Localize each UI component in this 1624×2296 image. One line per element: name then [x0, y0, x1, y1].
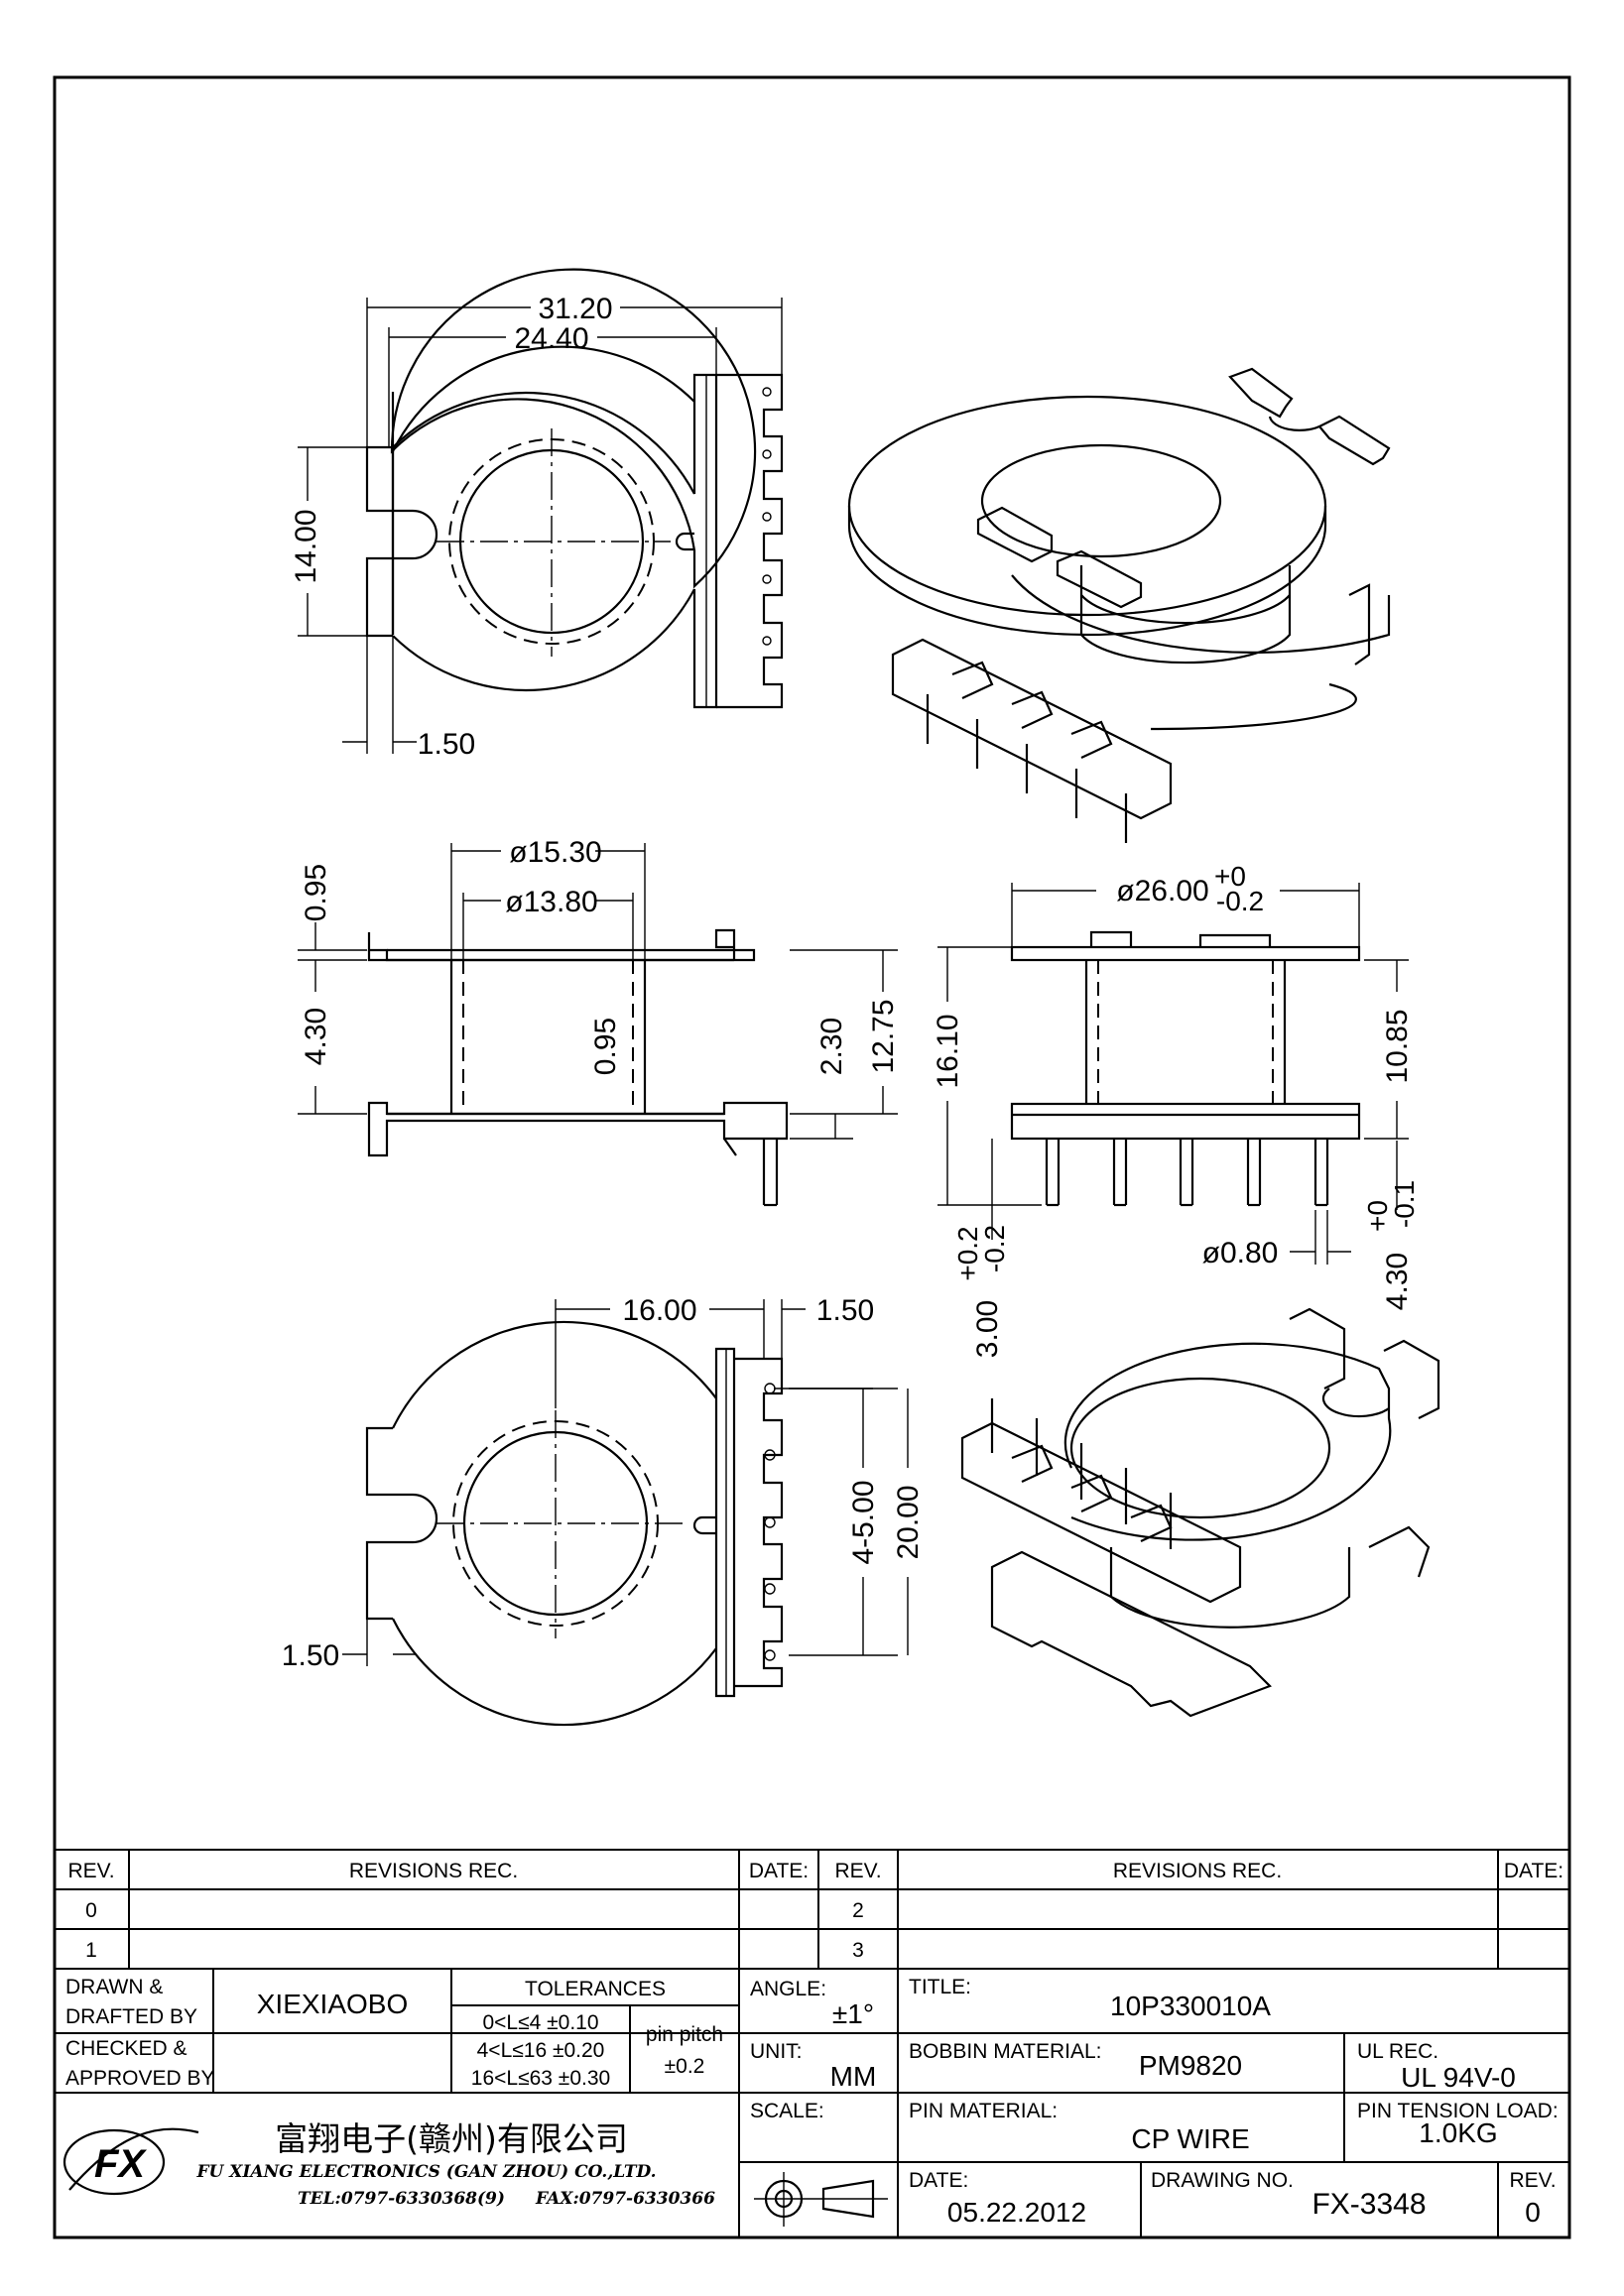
drawing-frame — [53, 75, 1571, 2239]
drawn-label-1: DRAWN & — [65, 1976, 163, 1998]
dim-dia-13-80: ø13.80 — [505, 886, 597, 918]
rev-label-bottom: REV. — [1509, 2169, 1556, 2192]
rev-row-3: 3 — [852, 1939, 864, 1962]
dim-0-95: 0.95 — [589, 1018, 622, 1075]
dim-14-00: 14.00 — [290, 509, 322, 583]
drawn-label-2: DRAFTED BY — [65, 2005, 197, 2028]
date-value: 05.22.2012 — [947, 2197, 1086, 2228]
pin-material-label: PIN MATERIAL: — [909, 2100, 1058, 2122]
angle-label: ANGLE: — [750, 1978, 826, 2000]
bobbin-material-value: PM9820 — [1139, 2050, 1242, 2081]
tolerance-row-1: 0<L≤4 ±0.10 — [482, 2011, 598, 2034]
pin-tension-label: PIN TENSION LOAD: — [1357, 2100, 1559, 2122]
dim-12-75: 12.75 — [867, 999, 900, 1073]
company-name-en: FU XIANG ELECTRONICS (GAN ZHOU) CO.,LTD. — [195, 2162, 656, 2182]
dim-dia-15-30: ø15.30 — [509, 836, 601, 869]
drawing-no-label: DRAWING NO. — [1151, 2169, 1294, 2192]
iso-view-upper — [847, 367, 1391, 843]
rev-value: 0 — [1525, 2197, 1541, 2228]
dim-1-50-top: 1.50 — [418, 728, 475, 761]
dim-3-00-tol-plus: +0.2 — [952, 1226, 983, 1280]
dim-dia-26-tol-plus: +0 — [1214, 861, 1246, 892]
dim-3-00-tol-minus: -0.2 — [979, 1225, 1010, 1272]
dim-20-00: 20.00 — [892, 1485, 925, 1559]
company-tel: TEL:0797-6330368(9) — [298, 2189, 505, 2209]
dim-4-30: 4.30 — [300, 1008, 332, 1065]
unit-value: MM — [830, 2061, 877, 2092]
dim-0-95-top: 0.95 — [300, 864, 332, 921]
unit-label: UNIT: — [750, 2040, 803, 2063]
drawn-value: XIEXIAOBO — [257, 1989, 409, 2019]
pin-pitch-value: ±0.2 — [665, 2055, 705, 2078]
tolerance-row-3: 16<L≤63 ±0.30 — [471, 2067, 610, 2090]
rev-row-1: 1 — [85, 1939, 97, 1962]
title-block: REV. REVISIONS REC. DATE: REV. REVISIONS… — [54, 1849, 1570, 2237]
date-header-left: DATE: — [749, 1860, 809, 1882]
dim-4-30-tol-minus: -0.1 — [1389, 1180, 1420, 1228]
dim-4-5-00: 4-5.00 — [847, 1480, 880, 1564]
title-value: 10P330010A — [1110, 1991, 1271, 2021]
dim-31-20: 31.20 — [538, 293, 612, 325]
date-header-right: DATE: — [1504, 1860, 1563, 1882]
top-view: 31.20 24.40 14.00 1.50 — [290, 268, 784, 761]
rev-row-2: 2 — [852, 1899, 864, 1922]
dim-3-00: 3.00 — [971, 1300, 1004, 1358]
drawing-no-value: FX-3348 — [1312, 2188, 1426, 2221]
dim-1-50-left: 1.50 — [282, 1639, 339, 1672]
pin-pitch-label: pin pitch — [646, 2023, 723, 2046]
dim-1-50-right: 1.50 — [816, 1294, 874, 1327]
tolerance-row-2: 4<L≤16 ±0.20 — [477, 2039, 605, 2062]
revisions-header-right: REVISIONS REC. — [1113, 1860, 1282, 1882]
company-fax: FAX:0797-6330366 — [535, 2189, 715, 2209]
angle-value: ±1° — [832, 1998, 874, 2029]
projection-symbol-icon — [754, 2172, 888, 2227]
rev-row-0: 0 — [85, 1899, 97, 1922]
iso-view-lower — [960, 1307, 1440, 1718]
dim-16-00: 16.00 — [622, 1294, 696, 1327]
rev-header-left: REV. — [67, 1860, 114, 1882]
ul-rec-label: UL REC. — [1357, 2040, 1438, 2063]
revisions-header-left: REVISIONS REC. — [349, 1860, 518, 1882]
dim-dia-26-tol-minus: -0.2 — [1216, 886, 1264, 916]
date-label: DATE: — [909, 2169, 968, 2192]
company-logo-icon: FX — [62, 2127, 199, 2196]
company-name-cn: 富翔电子(赣州)有限公司 — [275, 2119, 628, 2158]
dim-24-40: 24.40 — [514, 322, 588, 355]
logo-text: FX — [94, 2142, 147, 2186]
scale-label: SCALE: — [750, 2100, 824, 2122]
dim-dia-0-80: ø0.80 — [1202, 1237, 1279, 1269]
tolerances-header: TOLERANCES — [525, 1978, 666, 2000]
dim-4-30-tol-plus: +0 — [1362, 1200, 1393, 1232]
bottom-view: 16.00 1.50 4-5.00 20.00 1.50 — [282, 1294, 925, 1727]
dim-2-30: 2.30 — [815, 1018, 848, 1075]
side-view: ø15.30 ø13.80 0.95 4.30 0.95 2.30 12.75 — [298, 836, 900, 1207]
pin-material-value: CP WIRE — [1131, 2123, 1249, 2154]
checked-label-2: APPROVED BY — [65, 2067, 215, 2090]
pin-tension-value: 1.0KG — [1419, 2117, 1497, 2148]
checked-label-1: CHECKED & — [65, 2037, 187, 2060]
dim-16-10: 16.10 — [932, 1014, 964, 1088]
front-view: ø26.00 +0 -0.2 16.10 10.85 3.00 +0.2 -0.… — [932, 861, 1420, 1358]
dim-4-30-pin: 4.30 — [1381, 1253, 1414, 1310]
title-label: TITLE: — [909, 1976, 971, 1998]
bobbin-material-label: BOBBIN MATERIAL: — [909, 2040, 1102, 2063]
ul-rec-value: UL 94V-0 — [1401, 2062, 1516, 2093]
dim-dia-26-00: ø26.00 — [1116, 875, 1208, 907]
rev-header-right: REV. — [834, 1860, 881, 1882]
dim-10-85: 10.85 — [1381, 1009, 1414, 1083]
